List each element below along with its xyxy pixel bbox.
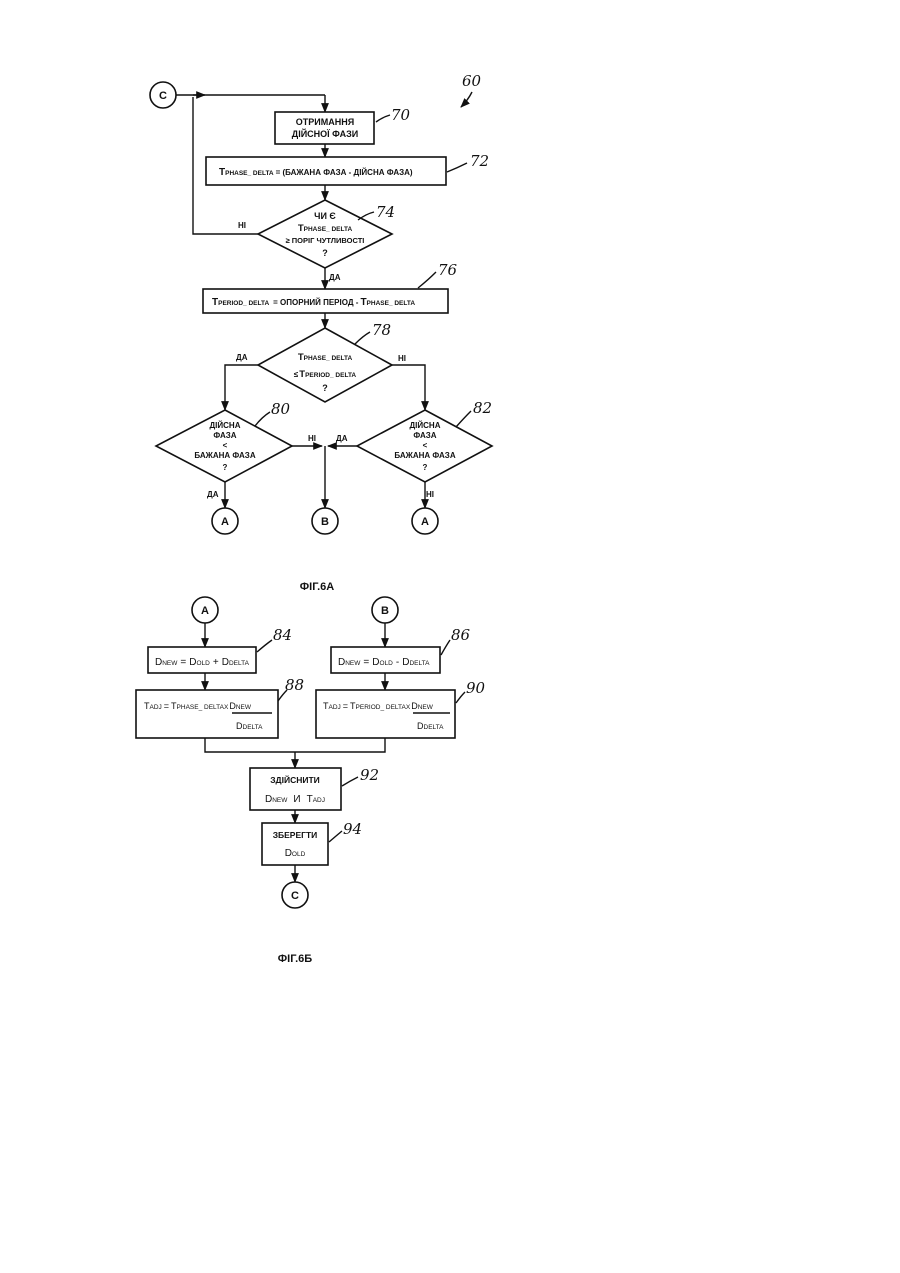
ref-88: 88 [285,676,304,694]
ref-88-leader [278,690,287,701]
ref-70-leader [376,115,390,122]
ref-94: 94 [343,820,362,838]
arrow-78-80 [225,365,258,410]
ref-92: 92 [360,766,379,784]
ref-60: 60 [462,72,482,90]
fig6b-connector-b-label: B [381,605,389,617]
dec-82-no-label: НІ [426,490,434,499]
ref-76: 76 [438,261,458,279]
ref-74: 74 [376,203,395,221]
dec-80-line5: ? [223,463,228,472]
ref-72: 72 [470,152,489,170]
dec-74-q: ? [322,248,328,258]
fig6b-connector-a-label: A [201,605,209,617]
dec-82-line5: ? [423,463,428,472]
ref-86-leader [441,640,450,655]
dec-78-yes-label: ДА [236,353,248,362]
connector-a-right-label: A [421,516,429,528]
ref-72-leader [447,163,467,172]
ref-90-leader [456,692,465,703]
dec-80-line1: ДІЙСНА [209,421,240,430]
dec-80-line4: БАЖАНА ФАЗА [194,451,255,460]
box-70-line1: ОТРИМАННЯ [296,117,354,127]
dec-74-no-label: НІ [238,221,246,230]
ref-80-leader [255,412,270,426]
dec-74-yes-label: ДА [329,273,341,282]
ref-90: 90 [466,679,486,697]
ref-82-leader [456,411,471,427]
ref-74-leader [358,212,374,220]
dec-82-line3: < [423,441,428,450]
dec-80-line2: ФАЗА [213,431,236,440]
caption-fig-6a: ФІГ.6А [300,581,334,593]
ref-70: 70 [391,106,411,124]
dec-74-line3: ≥ ПОРІГ ЧУТЛИВОСТІ [286,236,365,245]
dec-78-q: ? [322,383,328,393]
dec-82-line1: ДІЙСНА [409,421,440,430]
dec-82-line2: ФАЗА [413,431,436,440]
caption-fig-6b: ФІГ.6Б [278,953,312,965]
ref-80: 80 [271,400,291,418]
ref-84-leader [257,640,272,652]
dec-80-no-label: НІ [308,434,316,443]
ref-76-leader [418,272,436,288]
dec-82-yes-label: ДА [336,434,348,443]
dec-74-line1: ЧИ Є [314,211,336,221]
ref-60-arrow [461,92,472,107]
ref-82: 82 [473,399,492,417]
ref-94-leader [329,831,342,842]
ref-84: 84 [273,626,292,644]
arrow-78-82 [392,365,425,410]
connector-b-label: B [321,516,329,528]
box-70-line2: ДІЙСНОЇ ФАЗИ [292,128,358,139]
figure-6b: A B DNEW=DOLD+DDELTA 84 DNEW=DOLD-DDELTA… [136,597,486,965]
figure-6a: 60 C ОТРИМАННЯ ДІЙСНОЇ ФАЗИ 70 TPHASE_ D… [150,72,492,593]
box-94-line1: ЗБЕРЕГТИ [273,830,318,840]
dec-78-no-label: НІ [398,354,406,363]
dec-80-yes-label: ДА [207,490,219,499]
dec-80-line3: < [223,441,228,450]
ref-86: 86 [451,626,471,644]
fig6b-connector-c-label: C [291,890,299,902]
ref-78: 78 [372,321,391,339]
dec-82-line4: БАЖАНА ФАЗА [394,451,455,460]
box-92-line1: ЗДІЙСНИТИ [270,774,320,785]
ref-92-leader [342,777,358,786]
connector-a-left-label: A [221,516,229,528]
merge-line [205,738,385,752]
ref-78-leader [355,332,370,344]
connector-c-top-label: C [159,90,167,102]
